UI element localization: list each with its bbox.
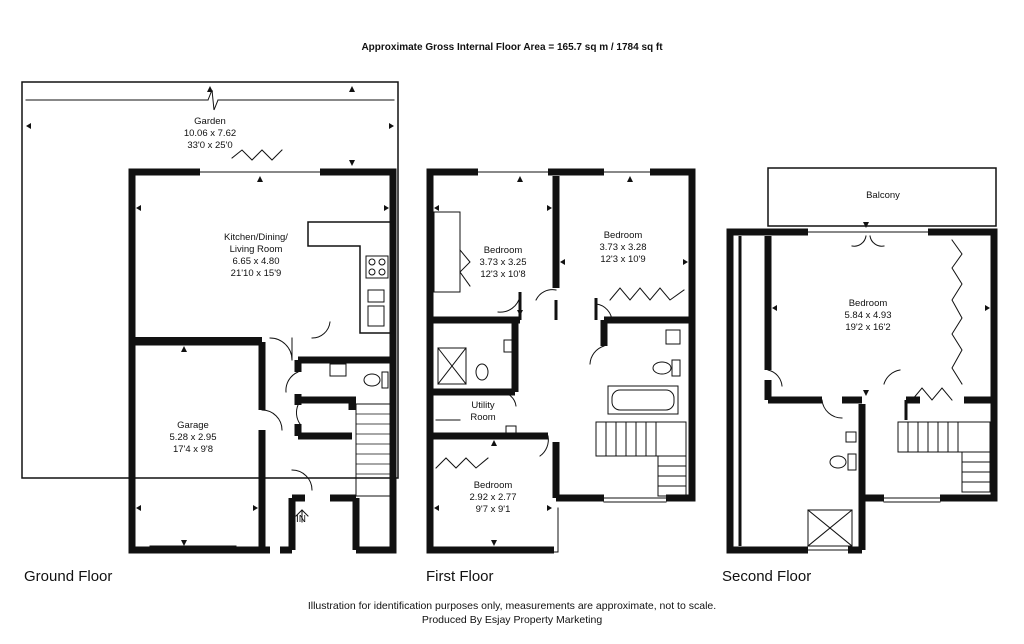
room-bedroom-1: Bedroom 3.73 x 3.25 12'3 x 10'8: [458, 245, 548, 281]
dimension-markers: [26, 86, 990, 546]
entrance-label: IN: [296, 514, 306, 525]
room-bedroom-3: Bedroom 2.92 x 2.77 9'7 x 9'1: [448, 480, 538, 516]
room-name-line2: Living Room: [229, 244, 283, 255]
room-metric: 10.06 x 7.62: [183, 128, 237, 139]
room-kitchen-dining-living: Kitchen/Dining/ Living Room 6.65 x 4.80 …: [186, 232, 326, 280]
room-imperial: 9'7 x 9'1: [475, 504, 511, 515]
producer-text: Produced By Esjay Property Marketing: [421, 614, 603, 626]
room-name-line2: Room: [470, 412, 496, 423]
room-metric: 3.73 x 3.28: [599, 242, 647, 253]
room-name: Bedroom: [473, 480, 513, 491]
ground-floor-walls: [128, 168, 397, 554]
room-metric: 3.73 x 3.25: [479, 257, 527, 268]
disclaimer-text: Illustration for identification purposes…: [307, 600, 717, 612]
room-garage: Garage 5.28 x 2.95 17'4 x 9'8: [128, 420, 258, 456]
second-floor-label: Second Floor: [722, 568, 812, 585]
room-imperial: 33'0 x 25'0: [187, 140, 233, 151]
room-imperial: 17'4 x 9'8: [172, 444, 214, 455]
room-balcony: Balcony: [838, 190, 928, 202]
room-name: Bedroom: [603, 230, 643, 241]
first-floor-label: First Floor: [426, 568, 494, 585]
room-name: Bedroom: [848, 298, 888, 309]
room-imperial: 12'3 x 10'9: [600, 254, 646, 265]
room-metric: 6.65 x 4.80: [232, 256, 280, 267]
room-imperial: 21'10 x 15'9: [230, 268, 282, 279]
room-imperial: 12'3 x 10'8: [480, 269, 526, 280]
first-floor-details: [429, 171, 687, 553]
room-name: Bedroom: [483, 245, 523, 256]
room-garden: Garden 10.06 x 7.62 33'0 x 25'0: [130, 116, 290, 152]
first-floor-walls: [426, 168, 696, 554]
second-floor-walls: [726, 228, 998, 554]
garden-outline: [21, 81, 399, 479]
room-imperial: 19'2 x 16'2: [845, 322, 891, 333]
ground-floor-details: [149, 171, 394, 551]
room-name: Balcony: [866, 190, 900, 201]
room-bedroom-2: Bedroom 3.73 x 3.28 12'3 x 10'9: [578, 230, 668, 266]
room-name: Garage: [177, 420, 209, 431]
room-metric: 2.92 x 2.77: [469, 492, 517, 503]
room-name: Kitchen/Dining/: [224, 232, 288, 243]
room-utility: Utility Room: [458, 400, 508, 424]
room-metric: 5.28 x 2.95: [169, 432, 217, 443]
room-metric: 5.84 x 4.93: [844, 310, 892, 321]
room-bedroom-master: Bedroom 5.84 x 4.93 19'2 x 16'2: [818, 298, 918, 334]
room-name: Utility: [471, 400, 495, 411]
floor-area-header: Approximate Gross Internal Floor Area = …: [361, 42, 663, 53]
room-name: Garden: [194, 116, 226, 127]
ground-floor-label: Ground Floor: [24, 568, 113, 585]
second-floor-details: [767, 167, 997, 551]
